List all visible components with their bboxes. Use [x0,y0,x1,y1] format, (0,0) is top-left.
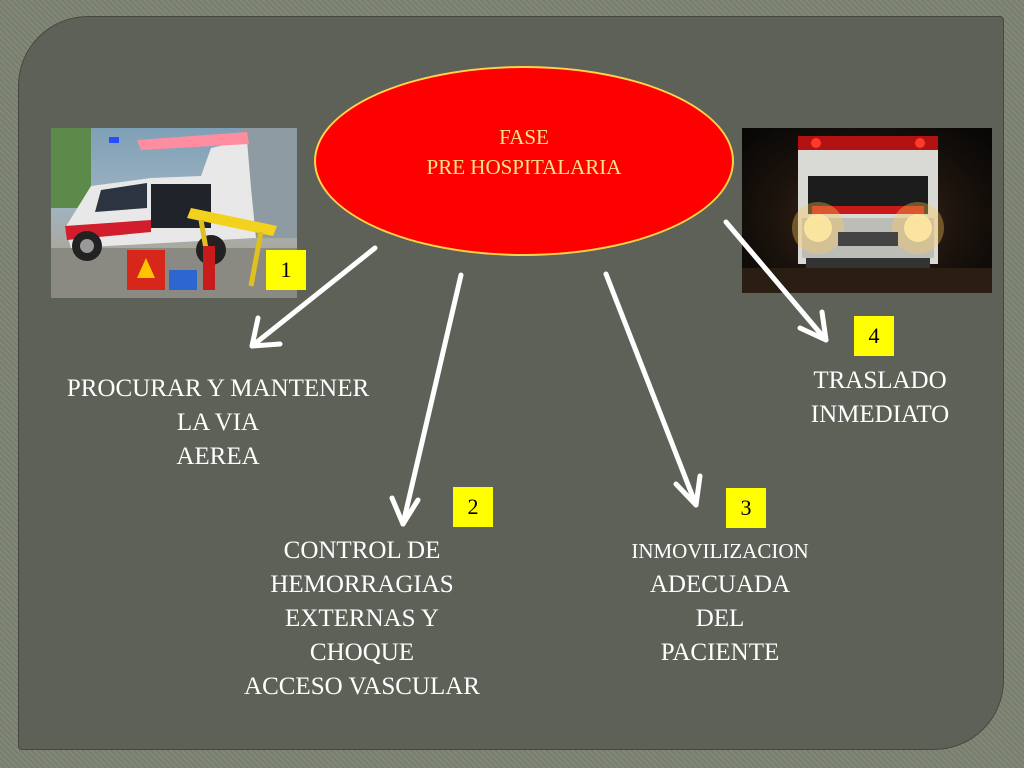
arrow-to-airway [249,245,378,349]
hemorrhage-line-1: CONTROL DE [283,537,441,564]
hemorrhage-line-3: EXTERNAS Y [285,605,439,632]
phase-title-line-1: FASE [499,125,549,149]
step-badge-2: 2 [453,487,493,527]
transfer-line-2: INMEDIATO [810,401,950,428]
step-airway-label: PROCURAR Y MANTENER LA VIA AEREA [38,372,398,474]
step-hemorrhage-label: CONTROL DE HEMORRAGIAS EXTERNAS Y CHOQUE… [212,534,512,704]
immobilization-line-1: INMOVILIZACION [631,539,809,563]
hemorrhage-line-4: CHOQUE [309,639,415,666]
hemorrhage-line-5: ACCESO VASCULAR [244,673,480,700]
arrow-to-hemorrhage [389,272,464,527]
ambulance-illustration [742,136,992,293]
rescue-vehicle-illustration [51,128,297,298]
step-badge-3: 3 [726,488,766,528]
phase-title-line-2: PRE HOSPITALARIA [426,155,622,179]
immobilization-line-4: PACIENTE [660,639,780,666]
arrow-to-transfer [723,219,829,343]
step-immobilization-label: INMOVILIZACION ADECUADA DEL PACIENTE [600,534,840,670]
step-badge-4: 4 [854,316,894,356]
airway-line-2: LA VIA [176,409,260,436]
step-badge-1: 1 [266,250,306,290]
phase-title-ellipse: FASE PRE HOSPITALARIA [314,66,734,256]
rescue-vehicle-photo [51,128,297,298]
hemorrhage-line-2: HEMORRAGIAS [270,571,454,598]
step-transfer-label: TRASLADO INMEDIATO [790,364,970,432]
immobilization-line-2: ADECUADA [649,571,791,598]
transfer-line-1: TRASLADO [813,367,947,394]
immobilization-line-3: DEL [695,605,745,632]
airway-line-3: AEREA [176,443,260,470]
airway-line-1: PROCURAR Y MANTENER [66,375,370,402]
arrow-to-immobilization [603,271,703,508]
ambulance-photo [742,128,992,293]
